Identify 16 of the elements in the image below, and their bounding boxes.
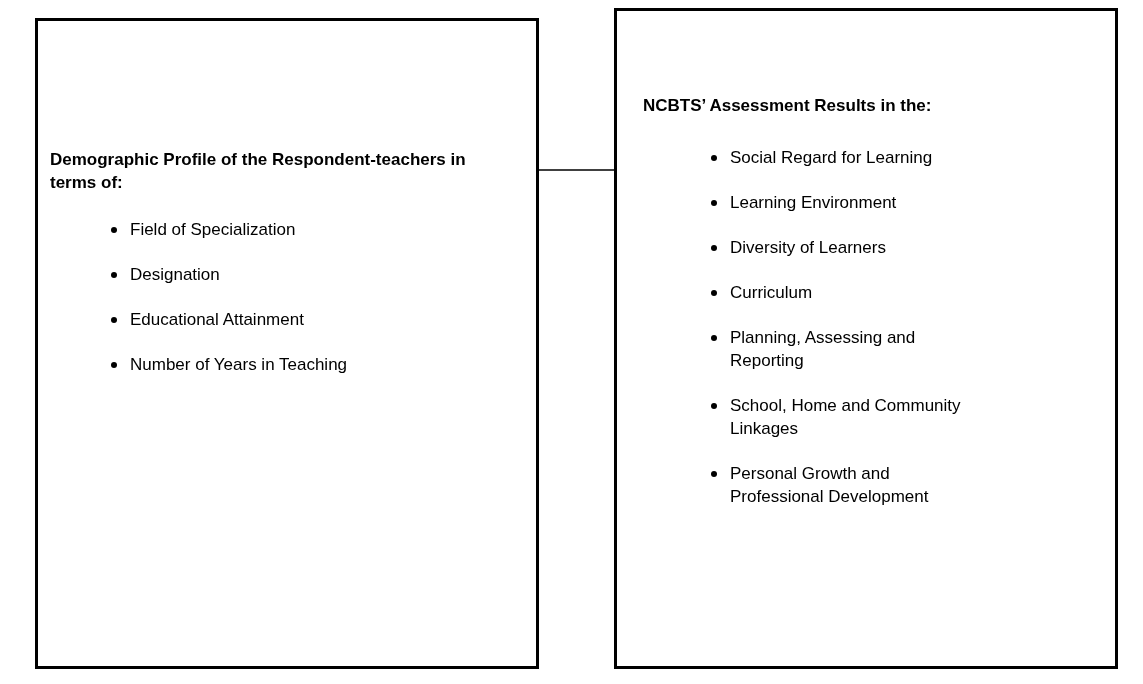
framework-box bbox=[614, 8, 1118, 669]
list-item: Planning, Assessing and Reporting bbox=[730, 327, 917, 372]
list-item: Social Regard for Learning bbox=[730, 147, 934, 169]
box-heading: Demographic Profile of the Respondent-teachers in terms of: bbox=[50, 149, 467, 194]
list-item: Field of Specialization bbox=[130, 219, 297, 241]
list-item: Number of Years in Teaching bbox=[130, 354, 349, 376]
list-item: Curriculum bbox=[730, 282, 814, 304]
list-item: Diversity of Learners bbox=[730, 237, 887, 259]
list-item: Personal Growth and Professional Development bbox=[730, 463, 930, 508]
list-item: Educational Attainment bbox=[130, 309, 305, 331]
box-heading: NCBTS’ Assessment Results in the: bbox=[643, 95, 933, 117]
list-item: Learning Environment bbox=[730, 192, 898, 214]
list-item: School, Home and Community Linkages bbox=[730, 395, 962, 440]
framework-box bbox=[35, 18, 539, 669]
connector-line bbox=[538, 169, 615, 171]
list-item: Designation bbox=[130, 264, 221, 286]
